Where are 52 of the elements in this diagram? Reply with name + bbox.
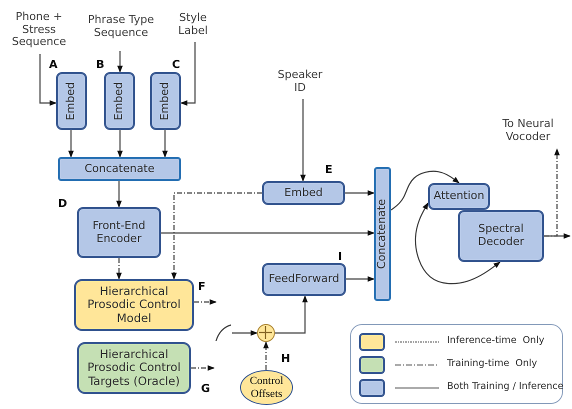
callout-letter: E [325, 163, 333, 176]
model-block: Hierarchical Prosodic Control Model [74, 279, 194, 331]
legend-text: Training-time Only [447, 358, 538, 369]
arrow [68, 130, 74, 158]
arrow [39, 54, 57, 106]
arrow [191, 365, 215, 371]
arrow [346, 276, 375, 282]
arrow [345, 190, 375, 196]
offsets-ellipse: Control Offsets [240, 370, 293, 405]
callout-letter: D [58, 197, 68, 210]
switch-symbol [215, 323, 232, 342]
arrow [414, 202, 501, 284]
decoder-block: Spectral Decoder [458, 210, 544, 262]
concatenate-block: Concatenate [374, 167, 391, 301]
arrow [117, 130, 123, 158]
arrow [544, 148, 560, 237]
input-label: Phone + Stress Sequence [2, 6, 76, 54]
callout-letter: G [201, 382, 210, 395]
arrow [180, 42, 196, 106]
arrow [275, 295, 308, 334]
feedforward-block: FeedForward [262, 263, 346, 296]
input-label: Phrase Type Sequence [86, 3, 156, 51]
encoder-block: Front-End Encoder [77, 207, 161, 258]
arrow [117, 51, 123, 73]
input-label: Style Label [168, 8, 218, 42]
embed-block: Embed [262, 181, 345, 205]
legend-text: Both Training / Inference [447, 381, 564, 392]
callout-letter: H [281, 352, 290, 365]
arrow [300, 99, 306, 182]
targets-block: Hierarchical Prosodic Control Targets (Oracle) [77, 342, 191, 394]
callout-letter: B [96, 58, 104, 71]
arrow [232, 330, 258, 336]
arrow [263, 341, 269, 370]
arrow [390, 170, 460, 210]
callout-letter: F [198, 280, 206, 293]
embed-block: Embed [150, 72, 181, 130]
callout-letter: A [49, 58, 58, 71]
arrow [171, 192, 262, 280]
arrow [116, 181, 122, 208]
legend-text: Inference-time Only [447, 335, 544, 346]
embed-block: Embed [104, 72, 135, 130]
concatenate-block: Concatenate [58, 157, 181, 181]
arrow [194, 299, 217, 305]
output-label: To Neural Vocoder [492, 113, 564, 149]
arrow [162, 130, 168, 158]
arrow [116, 258, 122, 280]
attention-block: Attention [428, 183, 490, 210]
callout-letter: C [172, 58, 180, 71]
callout-letter: I [338, 250, 342, 263]
arrow [161, 230, 375, 236]
embed-block: Embed [56, 72, 87, 130]
input-label: Speaker ID [272, 65, 328, 99]
